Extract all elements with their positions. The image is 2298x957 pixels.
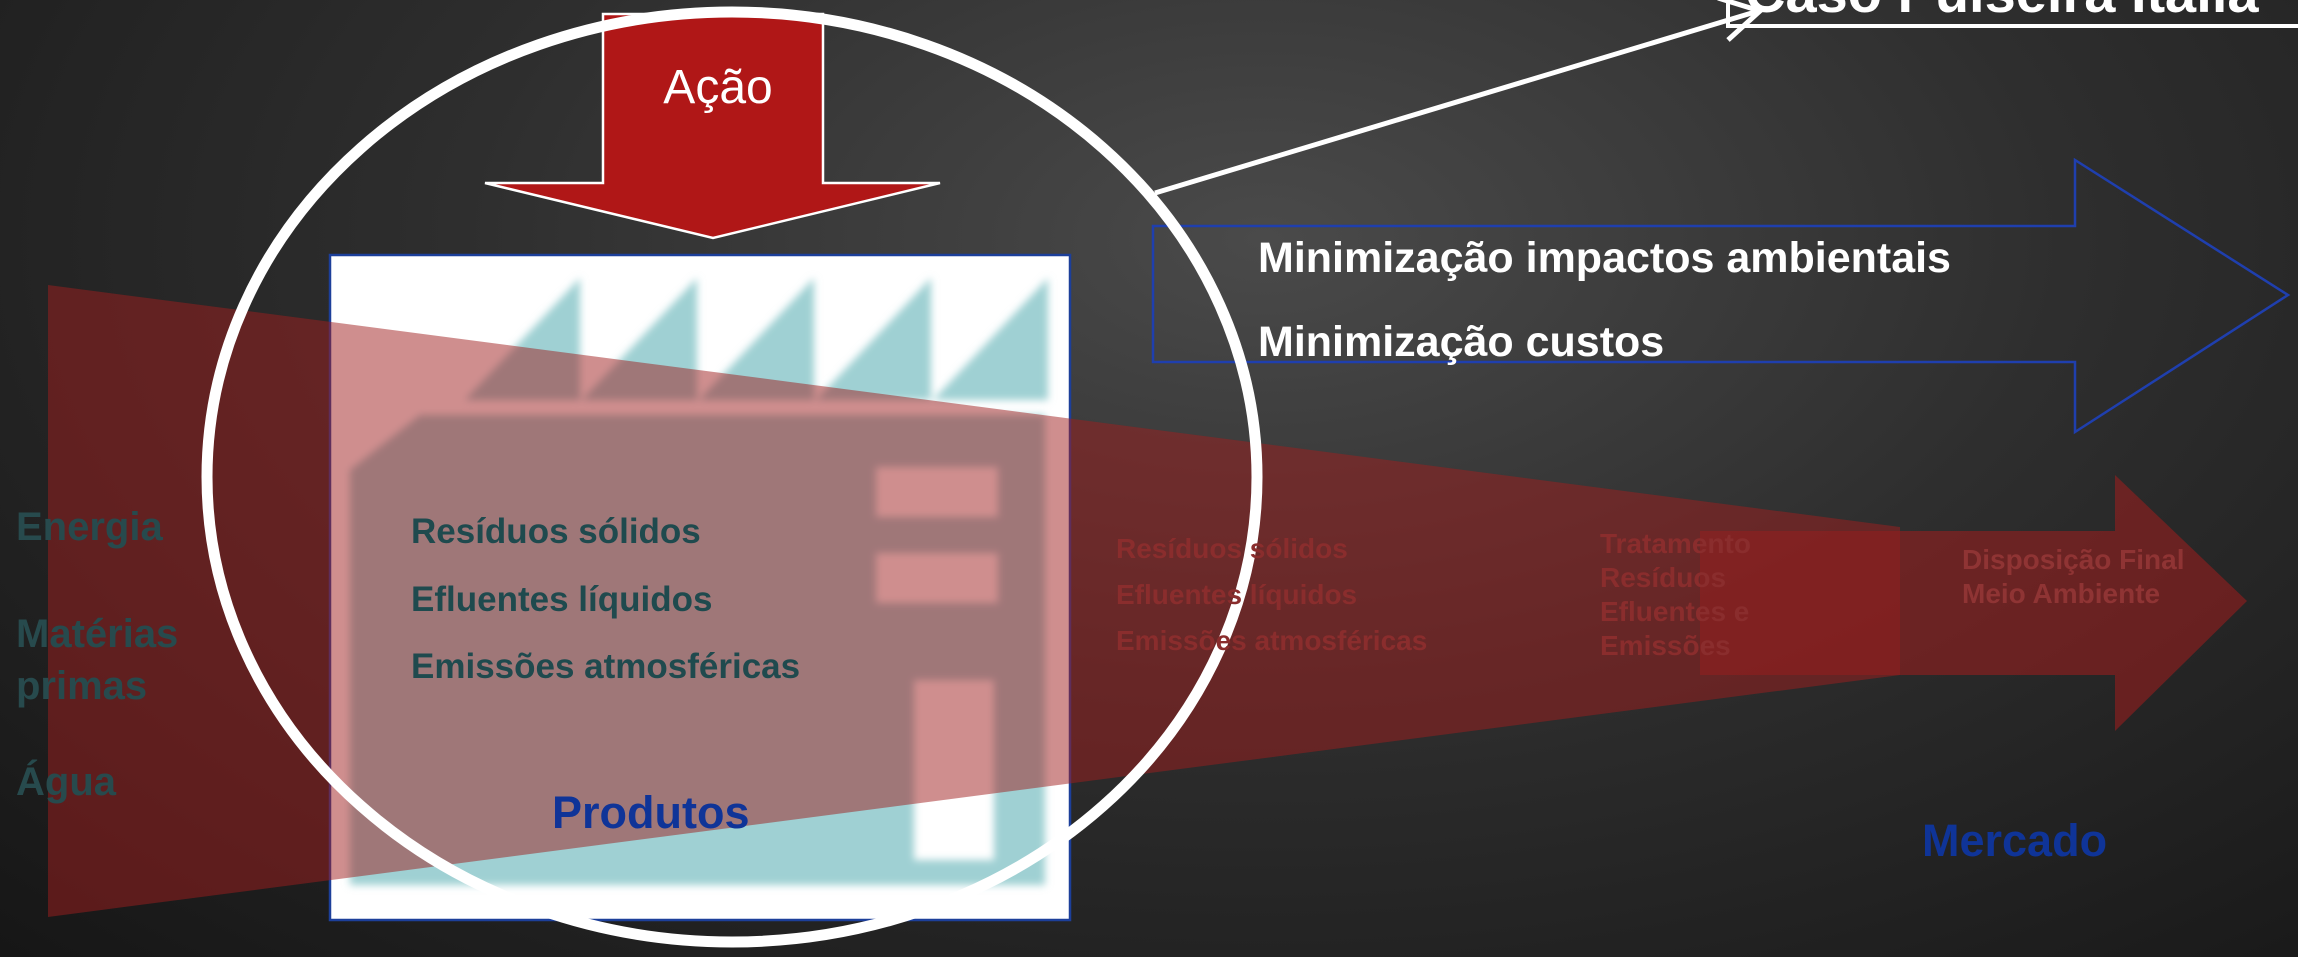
focus-circle <box>201 6 1263 948</box>
factory-output-solid-waste: Resíduos sólidos <box>411 512 701 551</box>
action-label: Ação <box>663 61 772 114</box>
material-flow <box>48 285 2247 917</box>
connector-arrow <box>1154 0 1765 196</box>
input-energy: Energia <box>16 505 163 549</box>
flow-output-liquid-effluents: Efluentes líquidos <box>1116 579 1358 610</box>
action-arrow[interactable]: Ação <box>484 12 941 240</box>
goals-arrow <box>1151 157 2291 435</box>
factory-output-emissions: Emissões atmosféricas <box>411 647 801 686</box>
flow-output-emissions: Emissões atmosféricas <box>1116 625 1428 656</box>
treatment-label: Tratamento Resíduos Efluentes e Emissões <box>1600 528 1751 661</box>
flow-output-solid-waste: Resíduos sólidos <box>1116 533 1348 564</box>
title-text: Caso Pulseira Itália <box>1745 0 2259 24</box>
title-box: Caso Pulseira Itália <box>1726 0 2298 28</box>
input-raw-materials: Matérias primas <box>16 612 179 708</box>
products-label: Produtos <box>552 787 750 838</box>
market-label: Mercado <box>1922 815 2108 866</box>
factory-output-liquid-effluents: Efluentes líquidos <box>411 580 713 619</box>
goal-costs: Minimização custos <box>1258 318 1665 366</box>
input-water: Água <box>16 760 116 804</box>
goal-environmental-impact: Minimização impactos ambientais <box>1258 234 1951 282</box>
final-disposal-label: Disposição Final Meio Ambiente <box>1962 544 2185 609</box>
